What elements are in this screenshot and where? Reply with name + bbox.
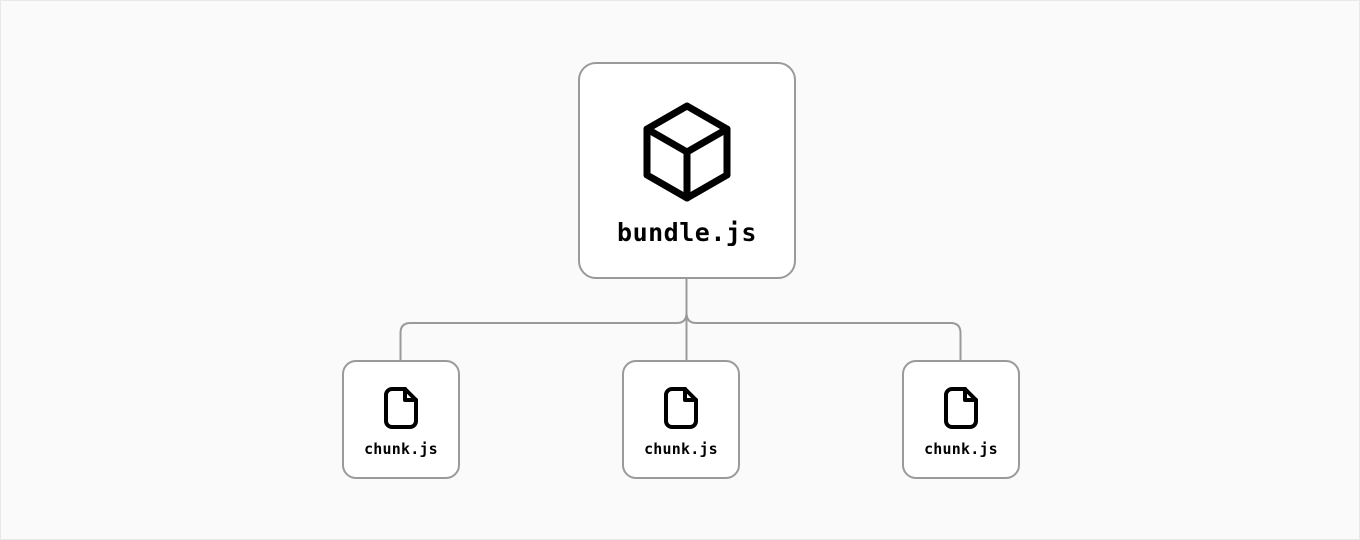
file-icon [383, 386, 419, 430]
node-label-chunk-3: chunk.js [924, 439, 998, 458]
node-chunk-1[interactable]: chunk.js [342, 360, 460, 479]
file-icon [663, 386, 699, 430]
node-chunk-2[interactable]: chunk.js [622, 360, 740, 479]
node-label-chunk-1: chunk.js [364, 439, 438, 458]
node-chunk-3[interactable]: chunk.js [902, 360, 1020, 479]
node-label-bundle: bundle.js [617, 218, 757, 247]
node-bundle[interactable]: bundle.js [578, 62, 796, 279]
edge-bus-right [685, 312, 962, 360]
node-label-chunk-2: chunk.js [644, 439, 718, 458]
edge-bus-left [399, 312, 688, 360]
file-icon [943, 386, 979, 430]
cube-icon [641, 102, 733, 202]
